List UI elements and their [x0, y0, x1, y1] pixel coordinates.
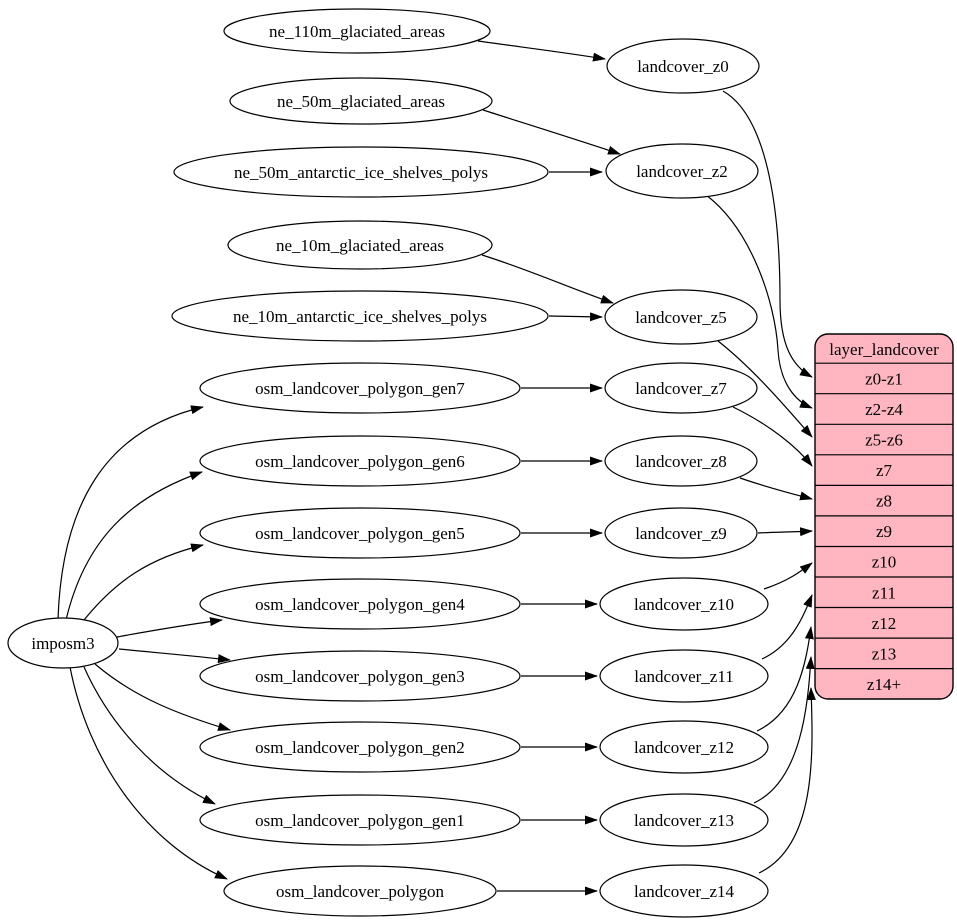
- edge-landcover-z14-to-row-z14plus: [758, 687, 816, 874]
- node-label-landcover-z12: landcover_z12: [634, 738, 734, 757]
- node-landcover-z7: landcover_z7: [604, 362, 758, 414]
- edge-landcover-z5-to-row-z5-z6: [717, 340, 813, 438]
- node-landcover-z13: landcover_z13: [599, 793, 769, 847]
- node-label-landcover-z7: landcover_z7: [635, 379, 727, 398]
- table-row-z5-z6: z5-z6: [865, 430, 903, 449]
- edge-landcover-z2-to-row-z2-z4: [705, 194, 813, 409]
- table-row-z9: z9: [876, 522, 892, 541]
- edge-imposm3-to-osm-landcover-polygon-gen7: [57, 405, 204, 620]
- node-label-osm-landcover-polygon: osm_landcover_polygon: [276, 882, 445, 901]
- edge-landcover-z8-to-row-z8: [739, 477, 813, 501]
- edge-landcover-z9-to-row-z9: [757, 527, 813, 537]
- node-label-landcover-z13: landcover_z13: [634, 811, 734, 830]
- node-osm-landcover-polygon-gen5: osm_landcover_polygon_gen5: [199, 507, 521, 559]
- node-label-ne-10m-glaciated-areas: ne_10m_glaciated_areas: [276, 236, 444, 255]
- node-landcover-z14: landcover_z14: [599, 864, 769, 918]
- node-osm-landcover-polygon-gen6: osm_landcover_polygon_gen6: [199, 435, 521, 487]
- node-landcover-z11: landcover_z11: [599, 649, 769, 703]
- node-osm-landcover-polygon-gen3: osm_landcover_polygon_gen3: [199, 650, 521, 702]
- node-label-osm-landcover-polygon-gen5: osm_landcover_polygon_gen5: [255, 524, 465, 543]
- node-osm-landcover-polygon: osm_landcover_polygon: [223, 865, 497, 917]
- node-landcover-z2: landcover_z2: [605, 143, 759, 199]
- node-osm-landcover-polygon-gen2: osm_landcover_polygon_gen2: [199, 721, 521, 773]
- table-title: layer_landcover: [829, 340, 939, 359]
- table-row-z8: z8: [876, 492, 892, 511]
- node-label-landcover-z10: landcover_z10: [634, 595, 734, 614]
- edge-imposm3-to-osm-landcover-polygon: [69, 666, 228, 880]
- node-label-landcover-z0: landcover_z0: [637, 57, 729, 76]
- node-landcover-z10: landcover_z10: [599, 577, 769, 631]
- edge-landcover-z12-to-row-z12: [756, 626, 814, 732]
- table-row-z13: z13: [872, 644, 897, 663]
- edge-ne-110m-glaciated-areas-to-landcover-z0: [477, 40, 606, 62]
- node-label-landcover-z9: landcover_z9: [635, 524, 727, 543]
- layer-landcover-table: layer_landcover z0-z1 z2-z4 z5-z6 z7 z8 …: [814, 333, 954, 700]
- edge-group-to-table: [705, 90, 816, 874]
- node-ne-110m-glaciated-areas: ne_110m_glaciated_areas: [223, 8, 491, 54]
- node-landcover-z12: landcover_z12: [599, 720, 769, 774]
- edge-landcover-z11-to-row-z11: [761, 594, 813, 660]
- node-label-imposm3: imposm3: [31, 634, 94, 653]
- edge-imposm3-to-osm-landcover-polygon-gen1: [83, 666, 216, 805]
- node-label-landcover-z14: landcover_z14: [634, 882, 735, 901]
- edge-imposm3-to-osm-landcover-polygon-gen2: [94, 663, 231, 731]
- node-label-ne-50m-antarctic-ice-shelves-polys: ne_50m_antarctic_ice_shelves_polys: [234, 163, 488, 182]
- edge-ne-10m-glaciated-areas-to-landcover-z5: [481, 254, 614, 304]
- edge-imposm3-to-osm-landcover-polygon-gen4: [116, 617, 223, 638]
- table-row-z11: z11: [872, 583, 896, 602]
- node-imposm3: imposm3: [7, 617, 119, 669]
- node-label-osm-landcover-polygon-gen6: osm_landcover_polygon_gen6: [255, 452, 465, 471]
- table-row-z7: z7: [876, 461, 893, 480]
- edge-ne-10m-antarctic-ice-shelves-polys-to-landcover-z5: [548, 312, 603, 322]
- node-label-landcover-z2: landcover_z2: [636, 162, 728, 181]
- node-label-osm-landcover-polygon-gen7: osm_landcover_polygon_gen7: [255, 379, 465, 398]
- edge-landcover-z10-to-row-z10: [763, 562, 813, 590]
- node-label-landcover-z8: landcover_z8: [635, 452, 727, 471]
- node-ne-10m-antarctic-ice-shelves-polys: ne_10m_antarctic_ice_shelves_polys: [171, 290, 549, 342]
- edge-group-imposm3: [57, 405, 231, 880]
- edge-landcover-z7-to-row-z7: [732, 406, 813, 467]
- edge-landcover-z0-to-row-z0-z1: [722, 90, 813, 378]
- edge-ne-50m-glaciated-areas-to-landcover-z2: [482, 109, 621, 155]
- node-ne-50m-antarctic-ice-shelves-polys: ne_50m_antarctic_ice_shelves_polys: [173, 146, 549, 198]
- node-ne-50m-glaciated-areas: ne_50m_glaciated_areas: [229, 77, 493, 125]
- edge-landcover-z13-to-row-z13: [753, 656, 815, 804]
- table-row-z2-z4: z2-z4: [865, 400, 903, 419]
- node-label-osm-landcover-polygon-gen3: osm_landcover_polygon_gen3: [255, 667, 465, 686]
- node-label-ne-10m-antarctic-ice-shelves-polys: ne_10m_antarctic_ice_shelves_polys: [233, 307, 487, 326]
- node-label-osm-landcover-polygon-gen4: osm_landcover_polygon_gen4: [255, 595, 465, 614]
- table-row-z0-z1: z0-z1: [865, 369, 903, 388]
- node-label-ne-50m-glaciated-areas: ne_50m_glaciated_areas: [277, 92, 445, 111]
- edge-imposm3-to-osm-landcover-polygon-gen3: [118, 648, 231, 664]
- table-row-z10: z10: [872, 553, 897, 572]
- node-landcover-z0: landcover_z0: [606, 38, 760, 94]
- node-label-osm-landcover-polygon-gen1: osm_landcover_polygon_gen1: [255, 811, 465, 830]
- node-ne-10m-glaciated-areas: ne_10m_glaciated_areas: [227, 220, 493, 270]
- edge-imposm3-to-osm-landcover-polygon-gen5: [79, 543, 204, 626]
- node-label-landcover-z5: landcover_z5: [635, 308, 727, 327]
- edge-imposm3-to-osm-landcover-polygon-gen6: [65, 471, 203, 621]
- node-landcover-z8: landcover_z8: [604, 435, 758, 487]
- node-osm-landcover-polygon-gen4: osm_landcover_polygon_gen4: [199, 578, 521, 630]
- table-row-z12: z12: [872, 614, 897, 633]
- node-label-osm-landcover-polygon-gen2: osm_landcover_polygon_gen2: [255, 738, 465, 757]
- node-label-ne-110m-glaciated-areas: ne_110m_glaciated_areas: [269, 22, 445, 41]
- node-osm-landcover-polygon-gen7: osm_landcover_polygon_gen7: [199, 362, 521, 414]
- node-osm-landcover-polygon-gen1: osm_landcover_polygon_gen1: [199, 794, 521, 846]
- node-landcover-z5: landcover_z5: [604, 289, 758, 345]
- table-row-z14plus: z14+: [867, 675, 901, 694]
- node-landcover-z9: landcover_z9: [604, 507, 758, 559]
- edge-group-sources: [477, 40, 621, 896]
- node-label-landcover-z11: landcover_z11: [634, 667, 733, 686]
